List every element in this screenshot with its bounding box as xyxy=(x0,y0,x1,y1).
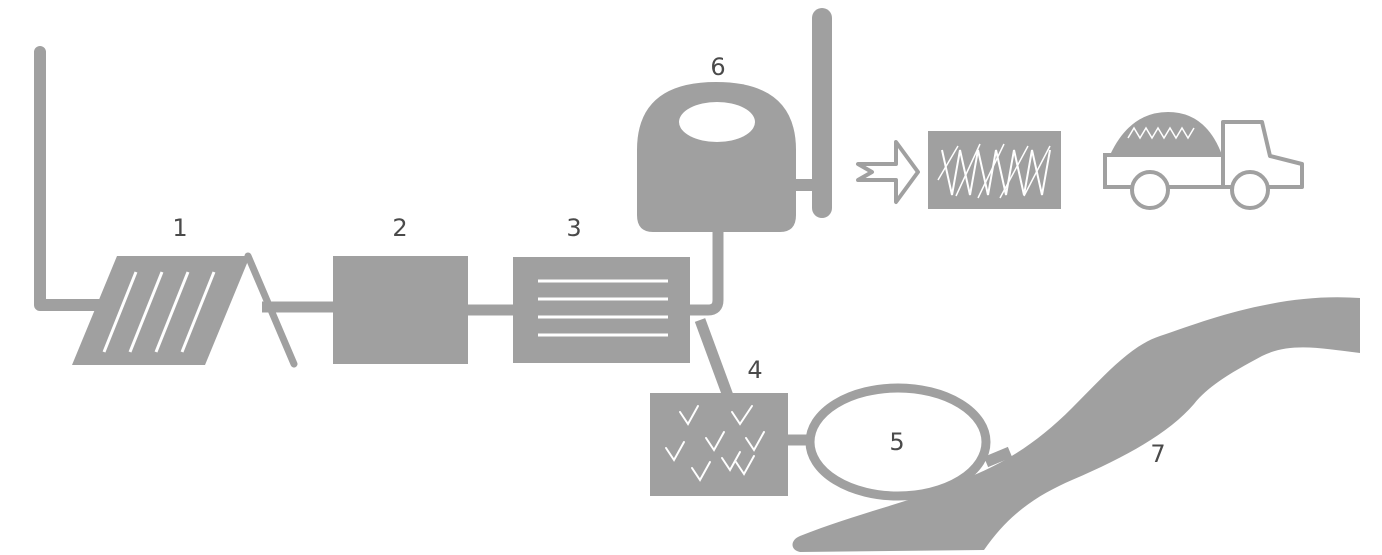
arrow-icon xyxy=(856,140,920,204)
unit-5-lagoon xyxy=(805,383,991,501)
truck-icon xyxy=(1103,112,1304,210)
unit-3-settler xyxy=(513,257,690,363)
pipe-3-6 xyxy=(688,230,724,316)
unit-4-bio-tank xyxy=(650,393,788,496)
sludge-block-icon xyxy=(928,131,1061,209)
label-6: 6 xyxy=(710,53,725,81)
pipe-5-7 xyxy=(983,446,1013,468)
label-2: 2 xyxy=(392,214,407,242)
label-4: 4 xyxy=(747,356,762,384)
unit-6-digester xyxy=(637,8,832,232)
unit-1-screen xyxy=(72,252,298,368)
label-5: 5 xyxy=(889,428,904,456)
unit-7-river xyxy=(792,297,1360,552)
label-3: 3 xyxy=(566,214,581,242)
unit-2-tank xyxy=(333,256,468,364)
label-1: 1 xyxy=(172,214,187,242)
label-7: 7 xyxy=(1150,440,1165,468)
pipe-3-4 xyxy=(694,318,734,398)
inlet-pipe xyxy=(34,46,106,311)
